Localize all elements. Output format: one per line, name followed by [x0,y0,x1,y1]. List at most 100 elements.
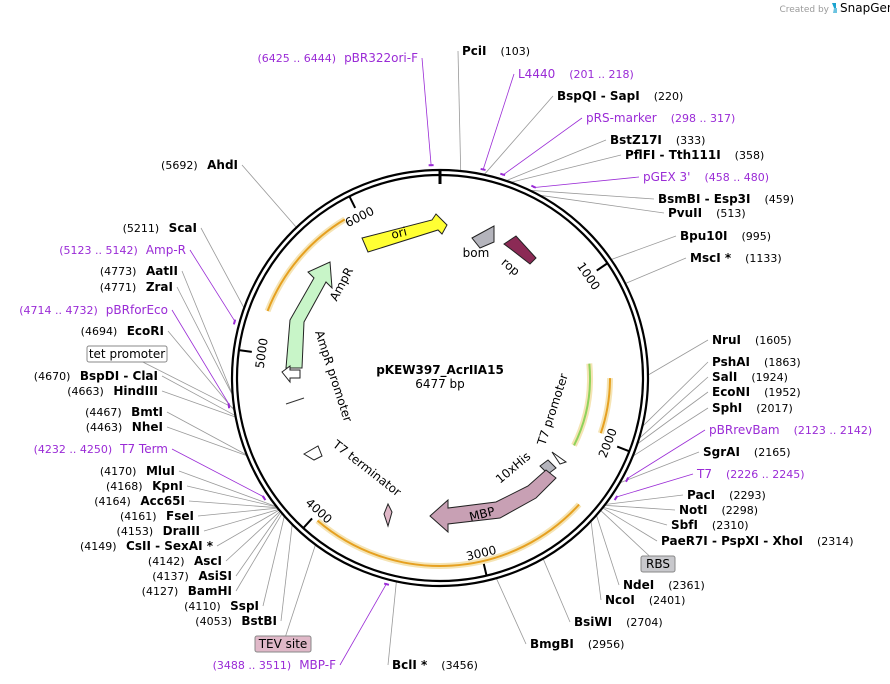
site-label-20[interactable]: BsiWI(2704) [574,615,663,629]
site-label-21[interactable]: BmgBI(2956) [530,637,624,651]
site-label-4[interactable]: BsmBI - Esp3I(459) [658,192,794,206]
site-label-38[interactable]: (4142) AscI [148,554,222,568]
enzyme-name: ScaI [169,221,197,235]
box-leader [126,353,235,409]
primer-name: pRS-marker [586,111,657,125]
site-label-10[interactable]: SalI(1924) [712,370,788,384]
site-label-1[interactable]: BspQI - SapI(220) [557,89,683,103]
primer-label-8[interactable]: (4232 .. 4250)T7 Term [34,442,168,456]
site-label-41[interactable]: (4110) SspI [184,599,259,613]
primer-range: (4232 .. 4250) [34,443,113,456]
site-label-2[interactable]: BstZ17I(333) [610,133,705,147]
enzyme-name: SphI [712,401,742,415]
site-label-30[interactable]: (4467) BmtI [85,405,163,419]
primer-label-2[interactable]: pRS-marker(298 .. 317) [586,111,735,125]
site-label-9[interactable]: PshAI(1863) [712,355,801,369]
site-label-29[interactable]: (4663) HindIII [67,384,158,398]
boxed-label-0[interactable]: tet promoter [89,347,165,361]
site-label-7[interactable]: MscI *(1133) [690,251,782,265]
enzyme-name: DraIII [163,524,200,538]
site-label-33[interactable]: (4168) KpnI [106,479,183,493]
primer-label-0[interactable]: (6425 .. 6444)pBR322ori-F [258,51,419,65]
primer-label-4[interactable]: pBRrevBam(2123 .. 2142) [709,423,872,437]
site-label-24[interactable]: (5211) ScaI [123,221,197,235]
primer-leader [626,429,706,480]
site-label-3[interactable]: PflFI - Tth111I(358) [625,148,764,162]
site-label-14[interactable]: PacI (2293) [687,488,766,502]
enzyme-name: AhdI [207,158,238,172]
site-label-25[interactable]: (4773) AatII [100,264,178,278]
site-label-26[interactable]: (4771) ZraI [100,280,173,294]
enzyme-name: BmtI [131,405,163,419]
primer-leader [171,309,231,406]
site-label-35[interactable]: (4161) FseI [120,509,194,523]
enzyme-position: (2293) [729,489,766,502]
enzyme-position: (4694) [81,325,121,338]
site-label-5[interactable]: PvuII(513) [668,206,746,220]
site-label-0[interactable]: PciI(103) [462,44,530,58]
site-label-34[interactable]: (4164) Acc65I [94,494,185,508]
primer-range: (2226 .. 2245) [726,468,805,481]
primer-label-5[interactable]: T7(2226 .. 2245) [696,467,805,481]
site-leader [216,509,280,547]
primer-label-9[interactable]: (3488 .. 3511)MBP-F [213,658,336,672]
site-label-36[interactable]: (4153) DraIII [117,524,200,538]
boxed-label-1[interactable]: RBS [646,557,670,571]
feature-label-ampr-promoter: AmpR promoter [312,329,355,424]
site-label-31[interactable]: (4463) NheI [86,420,163,434]
site-label-28[interactable]: (4670) BspDI - ClaI [34,369,158,383]
boxed-label-2[interactable]: TEV site [258,637,308,651]
enzyme-name: ZraI [146,280,173,294]
site-label-23[interactable]: (5692) AhdI [161,158,238,172]
site-leader [200,227,245,309]
site-label-15[interactable]: NotI(2298) [679,503,758,517]
site-label-18[interactable]: NdeI(2361) [623,578,705,592]
enzyme-name: BstZ17I [610,133,662,147]
site-label-42[interactable]: (4053) BstBI [195,614,277,628]
site-label-6[interactable]: Bpu10I(995) [680,229,771,243]
enzyme-position: (459) [764,193,794,206]
enzyme-position: (5211) [123,222,163,235]
site-label-13[interactable]: SgrAI(2165) [703,445,790,459]
site-label-37[interactable]: (4149) CsII - SexAI * [80,539,214,553]
site-label-12[interactable]: SphI(2017) [712,401,793,415]
site-leader [161,375,236,417]
label-leader-lines [126,50,709,666]
enzyme-position: (4153) [117,525,157,538]
primer-name: pBRrevBam [709,423,780,437]
site-leader [539,194,665,214]
site-label-40[interactable]: (4127) BamHI [142,584,232,598]
primer-name: pGEX 3' [643,170,690,184]
site-label-32[interactable]: (4170) MluI [100,464,175,478]
primer-leader [502,117,583,176]
primer-label-6[interactable]: (5123 .. 5142)Amp-R [59,243,186,257]
enzyme-position: (4127) [142,585,182,598]
primer-label-7[interactable]: (4714 .. 4732)pBRforEco [19,303,168,317]
feature-t7-promoter [551,451,568,465]
tick-mark [482,562,488,576]
site-label-17[interactable]: PaeR7I - PspXI - XhoI(2314) [661,534,854,548]
site-label-8[interactable]: NruI(1605) [712,333,792,347]
enzyme-name: PshAI [712,355,750,369]
site-label-19[interactable]: NcoI(2401) [605,593,685,607]
site-leader [280,524,293,622]
site-label-16[interactable]: SbfI(2310) [671,518,749,532]
site-leader [632,407,709,457]
site-leader [203,509,279,532]
site-leader [602,506,668,526]
tick-label: 6000 [343,204,377,230]
enzyme-position: (4142) [148,555,188,568]
primer-label-3[interactable]: pGEX 3'(458 .. 480) [643,170,769,184]
enzyme-name: PacI [687,488,715,502]
site-label-22[interactable]: BclI *(3456) [392,658,478,672]
site-leader [625,257,687,284]
box-leader [282,544,316,645]
enzyme-position: (1952) [764,386,801,399]
site-label-11[interactable]: EcoNI(1952) [712,385,801,399]
site-leader [605,494,684,505]
site-label-39[interactable]: (4137) AsiSI [152,569,232,583]
primer-label-1[interactable]: L4440(201 .. 218) [518,67,634,81]
site-leader [241,164,297,228]
site-label-27[interactable]: (4694) EcoRI [81,324,164,338]
